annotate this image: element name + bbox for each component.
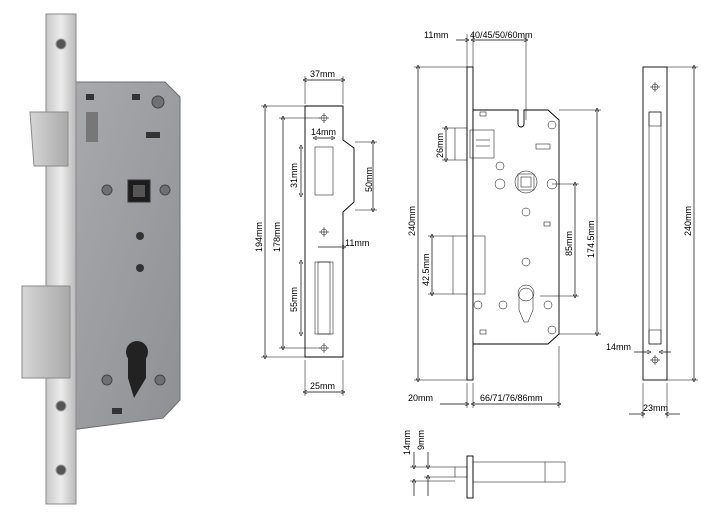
bolt-height-outer-label: 14mm [402,430,412,455]
bolt-height-inner-label: 9mm [416,430,426,450]
strike-width-bottom-label: 25mm [310,381,335,391]
strike-hole-span-label: 178mm [272,222,282,252]
body-faceplate-width-label: 20mm [408,393,433,403]
body-faceplate-offset-label: 11mm [424,30,448,40]
strike-bolt-height-label: 55mm [289,287,299,312]
mortise-lock-photo [21,13,181,505]
strike-overall-height-label: 194mm [254,222,264,252]
faceplate-side-drawing: 240mm 14mm 23mm [606,67,698,418]
strike-latch-width-label: 14mm [311,127,336,137]
lock-body-drawing: 11mm 40/45/50/60mm 26mm 240mm 42.5mm 174… [407,30,601,408]
body-backset-label: 40/45/50/60mm [470,30,533,40]
side-overall-height-label: 240mm [683,206,693,236]
strike-width-top-label: 37mm [310,69,335,79]
body-latch-height-label: 26mm [435,133,445,158]
body-case-depth-label: 66/71/76/86mm [480,393,543,403]
body-handle-to-top-label: 174.5mm [586,220,596,258]
body-overall-height-label: 240mm [407,206,417,236]
strike-plate-drawing: 37mm 14mm 31mm 50mm 194mm 178mm 11mm 55m… [254,69,377,396]
side-width-label: 23mm [643,403,668,413]
side-thickness-label: 14mm [606,342,631,352]
strike-latch-height-label: 31mm [289,163,299,188]
strike-opening-height-label: 50mm [364,167,374,192]
body-handle-to-cylinder-label: 85mm [564,231,574,256]
body-deadbolt-height-label: 42.5mm [421,253,431,286]
strike-bolt-offset-label: 11mm [345,238,369,248]
bolt-detail-drawing: 14mm 9mm [402,430,566,499]
